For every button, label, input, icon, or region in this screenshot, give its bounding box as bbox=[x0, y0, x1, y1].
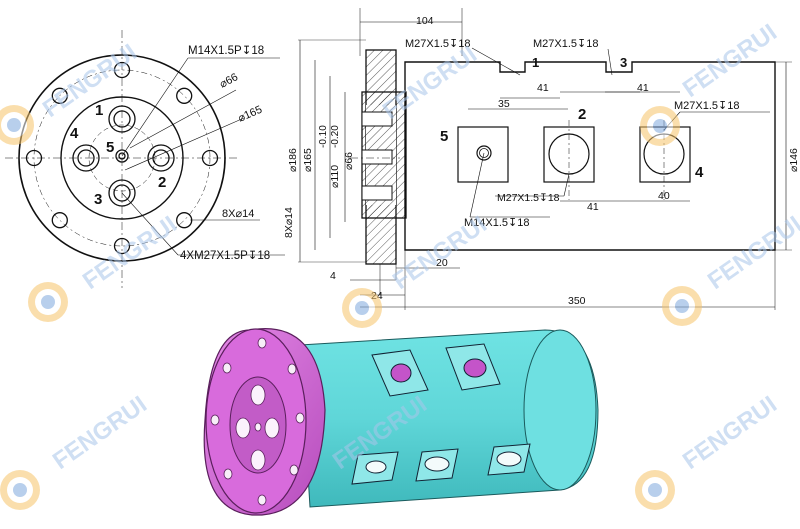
side-thread-right: M27X1.5↧18 bbox=[533, 38, 598, 50]
body-thread-center: M14X1.5↧18 bbox=[464, 217, 529, 229]
dim-diam-110: ⌀110 bbox=[329, 165, 341, 188]
port-label-4: 4 bbox=[70, 125, 79, 142]
watermark-logo bbox=[28, 282, 68, 322]
side-thread-left: M27X1.5↧18 bbox=[405, 38, 470, 50]
rotary-joint-3d-render bbox=[203, 328, 599, 516]
watermark-text: FENGRUI bbox=[703, 211, 800, 295]
body-thread-upper-right: M27X1.5↧18 bbox=[674, 100, 739, 112]
port-label-5: 5 bbox=[106, 139, 114, 156]
dim-4: 4 bbox=[330, 270, 336, 282]
dim-tol-top: -0.10 bbox=[318, 125, 329, 148]
side-view bbox=[298, 8, 792, 310]
flange-bolt-holes bbox=[210, 337, 305, 506]
watermark-logo bbox=[0, 105, 34, 145]
watermark-text: FENGRUI bbox=[388, 211, 492, 295]
dim-diam-165-side: ⌀165 bbox=[302, 148, 314, 172]
port-circle bbox=[88, 124, 156, 192]
watermark-logo bbox=[0, 470, 40, 510]
front-callout-ports: 4XM27X1.5P↧18 bbox=[180, 250, 270, 262]
dim-8x-diam-14: 8X⌀14 bbox=[283, 207, 295, 238]
slot-label-1: 1 bbox=[532, 55, 539, 70]
watermark-logo bbox=[640, 106, 680, 146]
body-port-2: 2 bbox=[578, 106, 586, 123]
dim-350: 350 bbox=[568, 295, 586, 307]
port-label-2: 2 bbox=[158, 174, 166, 191]
body-port-4: 4 bbox=[695, 164, 704, 181]
front-callout-holes: 8X⌀14 bbox=[222, 208, 254, 220]
dim-41-a: 41 bbox=[537, 82, 549, 94]
watermark-text: FENGRUI bbox=[48, 391, 152, 475]
dim-20: 20 bbox=[436, 257, 448, 269]
port-label-3: 3 bbox=[94, 191, 102, 208]
watermark-logo bbox=[662, 286, 702, 326]
hub-circle bbox=[60, 96, 184, 220]
body-ports bbox=[351, 343, 531, 485]
front-callout-diam-66: ⌀66 bbox=[218, 71, 240, 90]
watermark-logo bbox=[635, 470, 675, 510]
watermark-text: FENGRUI bbox=[678, 19, 782, 103]
dim-35: 35 bbox=[498, 98, 510, 110]
dim-diam-186: ⌀186 bbox=[287, 148, 299, 172]
flange-outer-circle bbox=[18, 54, 226, 262]
slot-label-3: 3 bbox=[620, 55, 627, 70]
body-port-5: 5 bbox=[440, 128, 448, 145]
watermark-text: FENGRUI bbox=[678, 391, 782, 475]
dim-diam-66-side: ⌀66 bbox=[343, 152, 355, 170]
port-holes bbox=[72, 105, 175, 207]
body-thread-lower: M27X1.5↧18 bbox=[497, 192, 560, 204]
body-diam-146: ⌀146 bbox=[788, 148, 800, 172]
dim-tol-bottom: -0.20 bbox=[330, 125, 341, 148]
flange-ports bbox=[235, 384, 280, 471]
bolt-holes bbox=[25, 61, 219, 255]
dim-top-104: 104 bbox=[416, 15, 434, 27]
port-label-1: 1 bbox=[95, 102, 103, 119]
watermark-text: FENGRUI bbox=[78, 211, 182, 295]
front-callout-center-thread: M14X1.5P↧18 bbox=[188, 45, 264, 57]
body-dim-40: 40 bbox=[658, 190, 670, 202]
watermark-logo bbox=[342, 288, 382, 328]
front-view bbox=[5, 30, 285, 288]
dim-41-b: 41 bbox=[637, 82, 649, 94]
bolt-circle bbox=[33, 69, 211, 247]
front-callout-diam-165: ⌀165 bbox=[236, 104, 264, 125]
port-window-5 bbox=[457, 126, 509, 183]
body-dim-41: 41 bbox=[587, 201, 599, 213]
